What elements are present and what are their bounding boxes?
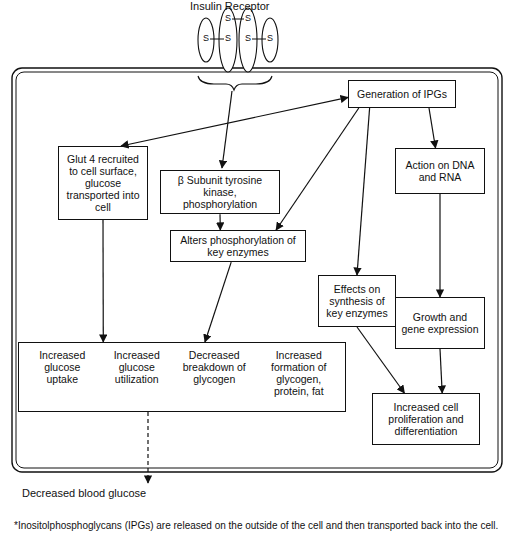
box-text: Increased cell proliferation and differe… bbox=[377, 401, 475, 437]
box-text: β Subunit tyrosine kinase, phosphorylati… bbox=[165, 174, 275, 210]
process-box: β Subunit tyrosine kinase, phosphorylati… bbox=[160, 170, 280, 214]
box-text: Generation of IPGs bbox=[357, 88, 447, 100]
process-box: Effects on synthesis of key enzymes bbox=[318, 275, 396, 327]
process-box: Action on DNA and RNA bbox=[395, 148, 485, 194]
insulin-receptor-symbol bbox=[198, 8, 278, 72]
receptor-subunit bbox=[198, 18, 214, 62]
box-text: Growth and gene expression bbox=[400, 311, 480, 335]
arrow-connector bbox=[276, 108, 359, 230]
arrow-connector bbox=[357, 327, 404, 393]
disulfide-label: S bbox=[265, 33, 275, 44]
disulfide-bonds bbox=[210, 19, 266, 39]
bond-line bbox=[252, 39, 266, 40]
process-box: Growth and gene expression bbox=[395, 297, 485, 349]
arrow-connector bbox=[429, 108, 436, 148]
bond-line bbox=[210, 39, 224, 40]
receptor-subunit bbox=[219, 8, 237, 72]
outcome-label: Decreased blood glucose bbox=[22, 487, 222, 500]
arrow-connector bbox=[205, 262, 231, 342]
box-text: Action on DNA and RNA bbox=[400, 159, 480, 183]
box-text: Alters phosphorylation of key enzymes bbox=[175, 234, 301, 258]
receptor-brace bbox=[198, 76, 272, 90]
receptor-arrow bbox=[222, 91, 232, 168]
box-text: Effects on synthesis of key enzymes bbox=[323, 283, 391, 319]
receptor-label: Insulin Receptor bbox=[190, 0, 290, 13]
footnote: *Inositolphosphoglycans (IPGs) are relea… bbox=[14, 520, 508, 532]
disulfide-label: S bbox=[243, 13, 253, 24]
process-box: Alters phosphorylation of key enzymes bbox=[170, 230, 306, 262]
dashed-arrow bbox=[147, 412, 148, 483]
box-text: Glut 4 recruited to cell surface, glucos… bbox=[63, 153, 143, 213]
process-box: Increased cell proliferation and differe… bbox=[372, 393, 480, 445]
arrow-connector bbox=[357, 108, 370, 275]
arrow-connector bbox=[440, 349, 442, 393]
bond-line bbox=[232, 19, 244, 20]
process-box: Glut 4 recruited to cell surface, glucos… bbox=[58, 146, 148, 220]
arrow-connector bbox=[102, 220, 103, 342]
disulfide-label: S bbox=[223, 13, 233, 24]
box-text: Decreased breakdown of glycogen bbox=[176, 349, 252, 385]
cell-membrane-inner bbox=[16, 72, 498, 468]
receptor-subunit bbox=[262, 18, 278, 62]
process-box: Generation of IPGs bbox=[348, 80, 456, 108]
cell-membrane-outer bbox=[12, 68, 502, 472]
arrow-connector bbox=[439, 194, 440, 297]
receptor-subunit bbox=[239, 8, 257, 72]
arrow-connector bbox=[121, 97, 348, 146]
outcome-box: Increased glucose uptakeIncreased glucos… bbox=[18, 342, 346, 412]
arrow-connector bbox=[219, 214, 221, 230]
box-text: Increased glucose utilization bbox=[106, 349, 168, 385]
box-text: Increased formation of glycogen, protein… bbox=[261, 349, 337, 397]
disulfide-label: S bbox=[201, 33, 211, 44]
disulfide-label: S bbox=[243, 33, 253, 44]
disulfide-label: S bbox=[223, 33, 233, 44]
box-text: Increased glucose uptake bbox=[27, 349, 97, 385]
